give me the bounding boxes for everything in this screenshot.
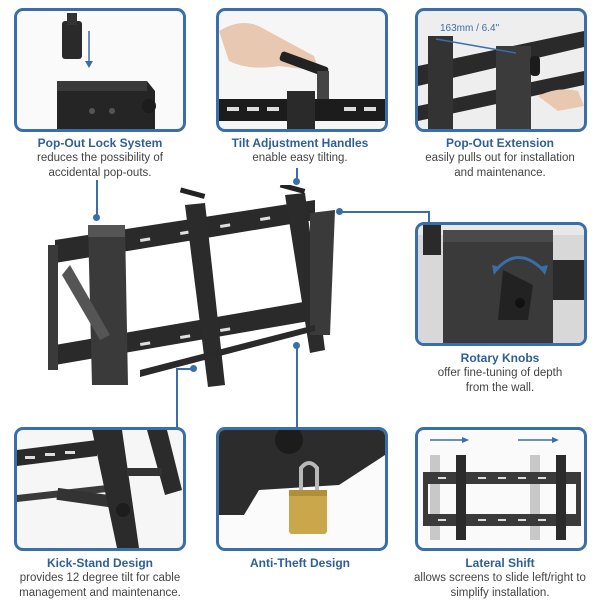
caption-rotary-knobs: Rotary Knobs offer fine-tuning of depth … — [400, 351, 600, 396]
feature-desc: and maintenance. — [454, 167, 546, 179]
pop-out-extension-image: 163mm / 6.4" — [418, 23, 584, 129]
caption-pop-out-lock: Pop-Out Lock System reduces the possibil… — [0, 136, 200, 181]
feature-title: Pop-Out Lock System — [37, 136, 163, 150]
pop-out-lock-image — [57, 13, 156, 129]
caption-pop-out-extension: Pop-Out Extension easily pulls out for i… — [400, 136, 600, 181]
leader-dot — [93, 214, 100, 221]
panel-kick-stand — [14, 427, 186, 551]
panel-tilt-handles — [216, 8, 388, 132]
feature-desc: from the wall. — [465, 382, 535, 394]
feature-title: Lateral Shift — [465, 556, 535, 570]
leader-kick-stand-v — [176, 368, 178, 428]
lateral-shift-image — [423, 437, 581, 540]
panel-pop-out-extension: 163mm / 6.4" — [415, 8, 587, 132]
leader-dot — [293, 178, 300, 185]
caption-anti-theft: Anti-Theft Design — [200, 556, 400, 571]
dimension-label: 163mm / 6.4" — [440, 23, 500, 34]
caption-lateral-shift: Lateral Shift allows screens to slide le… — [400, 556, 600, 601]
tilt-handles-image — [219, 22, 385, 129]
leader-dot — [293, 342, 300, 349]
feature-title: Anti-Theft Design — [250, 556, 350, 570]
feature-desc: offer fine-tuning of depth — [437, 367, 563, 379]
feature-title: Tilt Adjustment Handles — [231, 136, 369, 150]
leader-dot — [190, 365, 197, 372]
feature-title: Rotary Knobs — [460, 351, 540, 365]
feature-title: Kick-Stand Design — [46, 556, 154, 570]
feature-desc: reduces the possibility of — [37, 152, 163, 164]
anti-theft-image — [219, 430, 385, 534]
leader-pop-out-lock — [96, 180, 98, 217]
kick-stand-image — [17, 430, 182, 548]
feature-desc: allows screens to slide left/right to — [414, 572, 586, 584]
feature-desc: easily pulls out for installation — [425, 152, 575, 164]
panel-lateral-shift — [415, 427, 587, 551]
panel-anti-theft — [216, 427, 388, 551]
feature-desc: management and maintenance. — [19, 587, 181, 599]
wall-mount-product-image — [48, 185, 335, 387]
leader-anti-theft — [296, 345, 298, 428]
leader-rotary-knobs-v — [428, 211, 430, 223]
caption-tilt-handles: Tilt Adjustment Handles enable easy tilt… — [200, 136, 400, 166]
panel-rotary-knobs — [415, 222, 587, 346]
leader-kick-stand — [176, 368, 194, 370]
panel-pop-out-lock — [14, 8, 186, 132]
caption-kick-stand: Kick-Stand Design provides 12 degree til… — [0, 556, 200, 601]
feature-desc: provides 12 degree tilt for cable — [19, 572, 181, 584]
feature-desc: simplify installation. — [450, 587, 550, 599]
rotary-knobs-image — [418, 225, 584, 343]
leader-rotary-knobs — [340, 211, 429, 213]
leader-dot — [336, 208, 343, 215]
feature-title: Pop-Out Extension — [446, 136, 554, 150]
feature-desc: accidental pop-outs. — [48, 167, 152, 179]
feature-desc: enable easy tilting. — [252, 152, 348, 164]
leader-tilt-handles — [296, 168, 298, 180]
